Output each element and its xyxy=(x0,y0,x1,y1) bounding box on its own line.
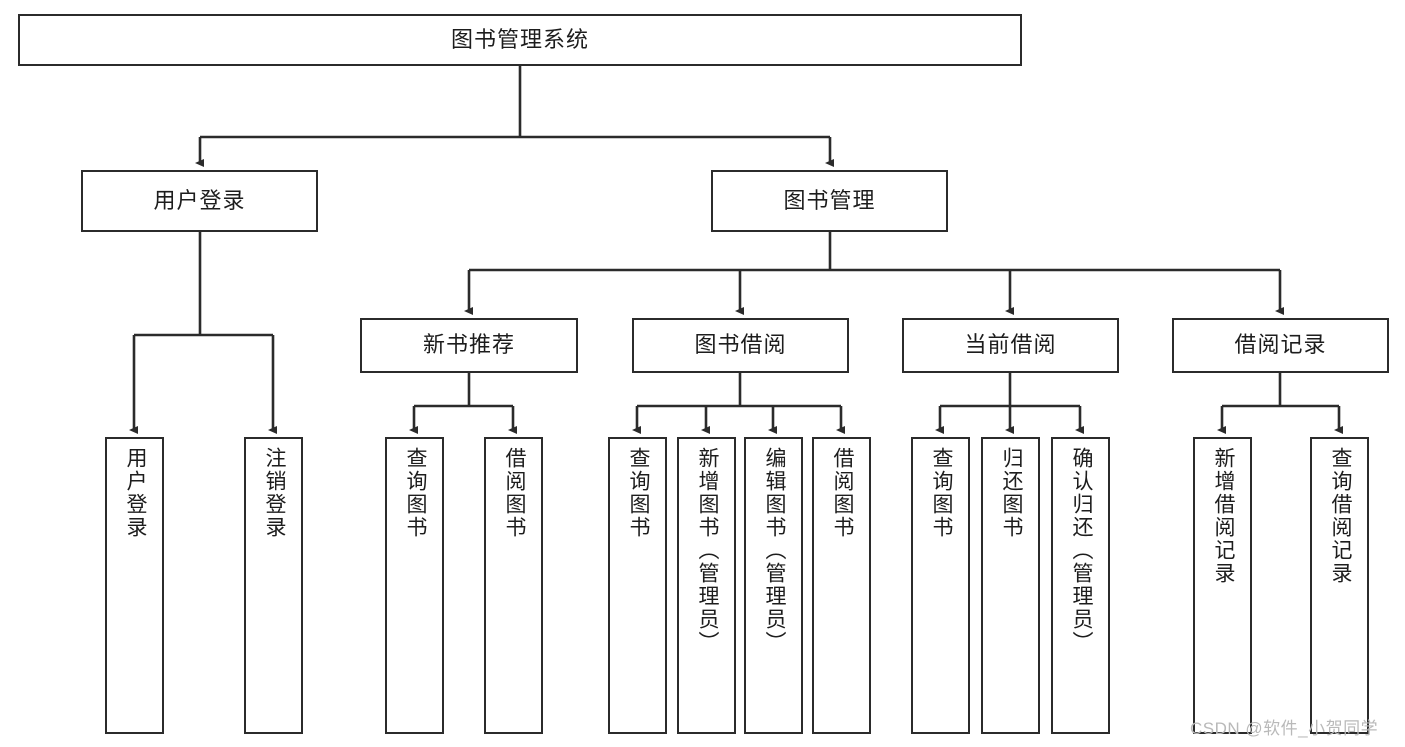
node-label: 编辑图书（管理员） xyxy=(762,447,786,654)
node-label: 归还图书 xyxy=(999,447,1023,539)
node-leaf-query-book-borrow[interactable]: 查询图书 xyxy=(608,437,667,734)
node-book-management[interactable]: 图书管理 xyxy=(711,170,948,232)
node-label: 查询图书 xyxy=(403,447,427,539)
node-user-login[interactable]: 用户登录 xyxy=(81,170,318,232)
node-label: 借阅图书 xyxy=(830,447,854,539)
node-label: 查询借阅记录 xyxy=(1328,447,1352,585)
csdn-watermark: CSDN @软件_小贺同学 xyxy=(1190,719,1379,738)
node-leaf-return-book[interactable]: 归还图书 xyxy=(981,437,1040,734)
node-label: 借阅记录 xyxy=(1234,332,1327,358)
node-label: 图书管理 xyxy=(783,187,876,213)
node-label: 新增图书（管理员） xyxy=(695,447,719,654)
node-leaf-query-borrow-record[interactable]: 查询借阅记录 xyxy=(1310,437,1369,734)
node-label: 用户登录 xyxy=(123,447,147,539)
node-leaf-query-book-current[interactable]: 查询图书 xyxy=(911,437,970,734)
node-leaf-query-book-newbook[interactable]: 查询图书 xyxy=(385,437,444,734)
node-leaf-borrow-book-newbook[interactable]: 借阅图书 xyxy=(484,437,543,734)
node-current-borrow[interactable]: 当前借阅 xyxy=(902,318,1119,373)
node-leaf-confirm-return-admin[interactable]: 确认归还（管理员） xyxy=(1051,437,1110,734)
node-label: 确认归还（管理员） xyxy=(1069,447,1093,654)
node-label: 注销登录 xyxy=(262,447,286,539)
node-leaf-edit-book-admin[interactable]: 编辑图书（管理员） xyxy=(744,437,803,734)
node-leaf-borrow-book[interactable]: 借阅图书 xyxy=(812,437,871,734)
node-label: 查询图书 xyxy=(929,447,953,539)
node-label: 图书管理系统 xyxy=(450,26,589,52)
node-leaf-logout[interactable]: 注销登录 xyxy=(244,437,303,734)
node-label: 当前借阅 xyxy=(964,332,1057,358)
node-label: 用户登录 xyxy=(153,187,246,213)
node-new-book-recommend[interactable]: 新书推荐 xyxy=(360,318,578,373)
node-leaf-user-login[interactable]: 用户登录 xyxy=(105,437,164,734)
node-leaf-add-book-admin[interactable]: 新增图书（管理员） xyxy=(677,437,736,734)
node-label: 查询图书 xyxy=(626,447,650,539)
node-label: 新增借阅记录 xyxy=(1211,447,1235,585)
node-label: 新书推荐 xyxy=(422,332,515,358)
node-root-system[interactable]: 图书管理系统 xyxy=(18,14,1022,66)
node-label: 借阅图书 xyxy=(502,447,526,539)
node-book-borrow[interactable]: 图书借阅 xyxy=(632,318,849,373)
node-label: 图书借阅 xyxy=(694,332,787,358)
node-leaf-add-borrow-record[interactable]: 新增借阅记录 xyxy=(1193,437,1252,734)
node-borrow-record[interactable]: 借阅记录 xyxy=(1172,318,1389,373)
